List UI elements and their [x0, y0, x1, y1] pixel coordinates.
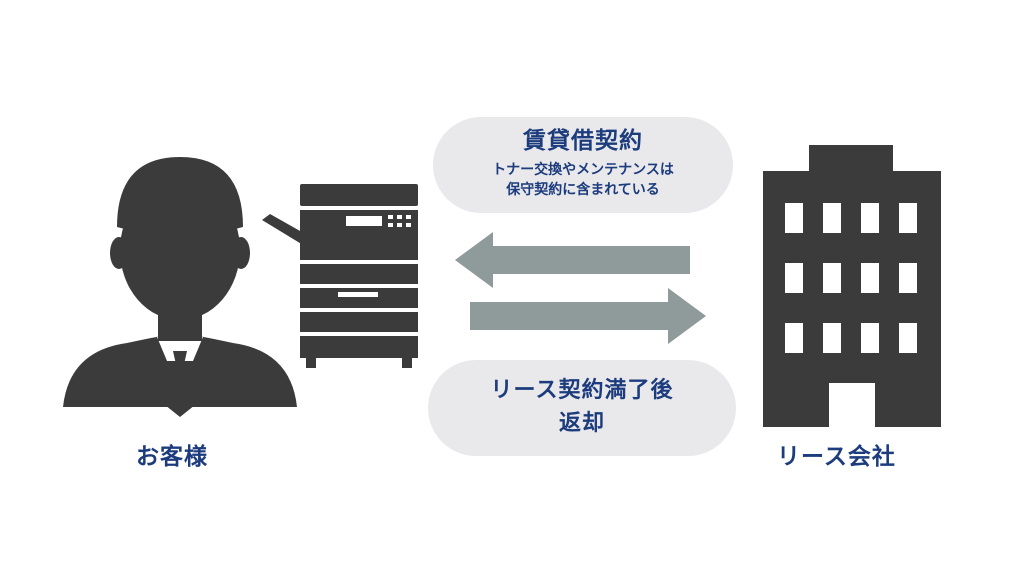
return-text: リース契約満了後 返却 — [490, 378, 674, 436]
person-icon — [63, 157, 297, 417]
contract-title: 賃貸借契約 — [523, 128, 643, 154]
customer-label: お客様 — [136, 444, 208, 470]
contract-note: トナー交換やメンテナンスは 保守契約に含まれている — [492, 162, 674, 198]
contract-bubble: 賃貸借契約 トナー交換やメンテナンスは 保守契約に含まれている — [433, 117, 733, 213]
copier-icon — [262, 184, 418, 368]
return-bubble: リース契約満了後 返却 — [428, 360, 736, 456]
lease-company-label: リース会社 — [777, 444, 896, 470]
arrow-left-icon — [455, 232, 690, 288]
arrow-right-icon — [470, 288, 706, 344]
building-icon — [763, 145, 941, 427]
